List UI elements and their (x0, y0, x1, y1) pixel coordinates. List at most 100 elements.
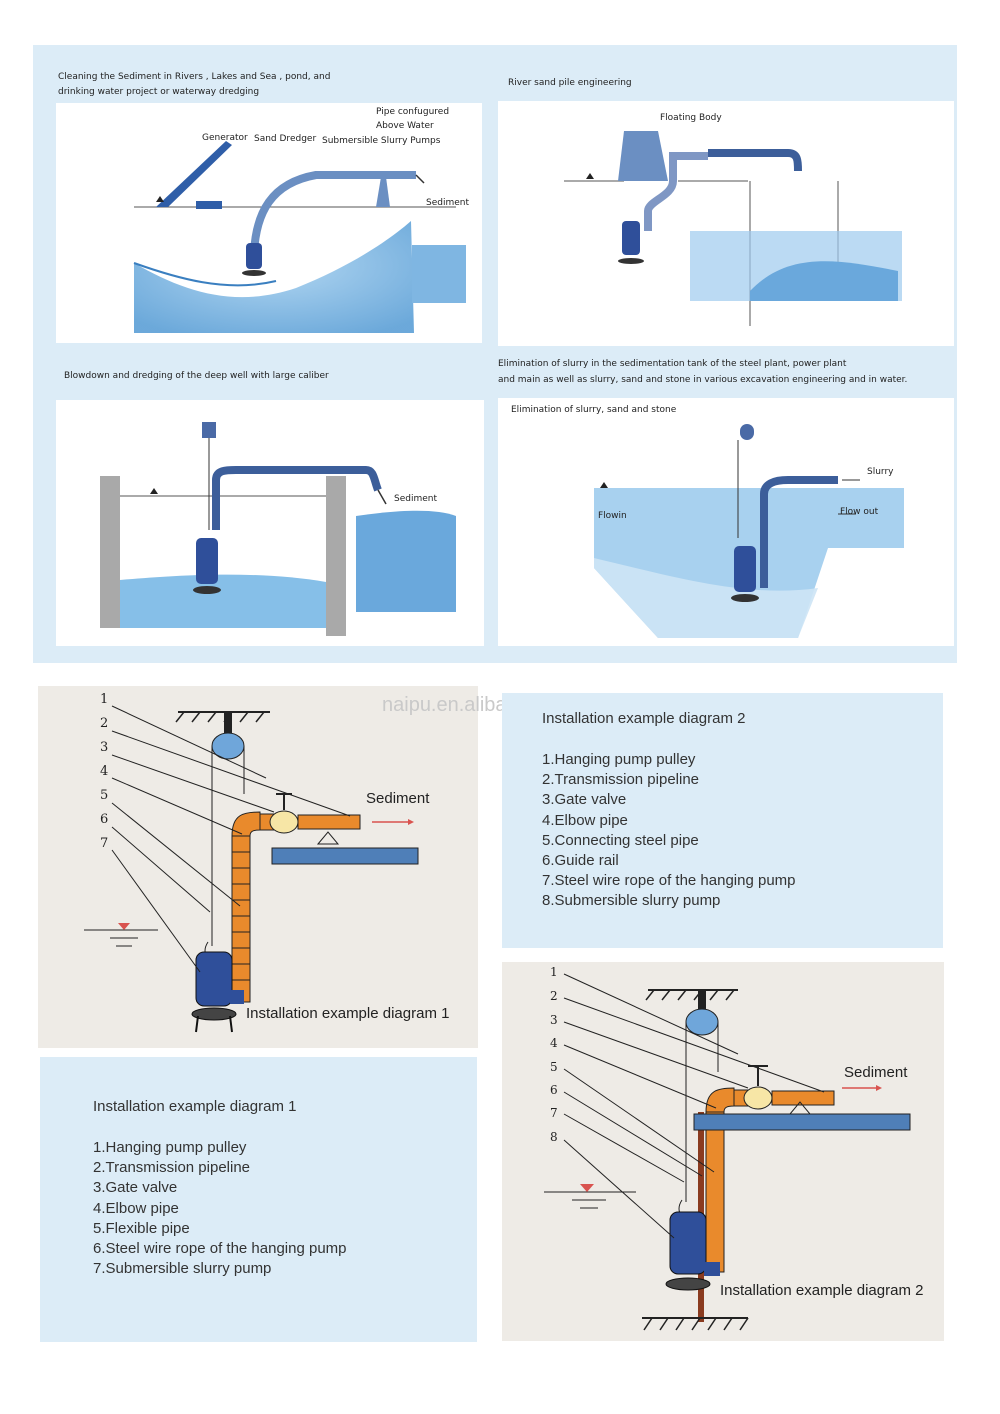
legend2-item: 8.Submersible slurry pump (542, 892, 721, 910)
flexible-pipe (231, 835, 251, 1003)
water-level-icon (580, 1184, 594, 1192)
river-scene: Generator Sand Dredger Submersible Slurr… (56, 103, 482, 343)
water-level-icon (600, 482, 608, 488)
water-level-icon (156, 196, 164, 202)
generator-label: Generator (202, 133, 248, 143)
diagram1-panel: 1 2 3 4 5 6 7 Sediment Installation exam… (38, 686, 478, 1048)
flow-out-label: Flow out (840, 507, 879, 517)
d2-number-3: 3 (550, 1013, 558, 1027)
sediment-pile (412, 245, 466, 303)
support-platform (693, 1113, 911, 1131)
dredge-pipe (250, 171, 416, 254)
river-scene-art (133, 141, 466, 333)
tank-caption-line1: Elimination of slurry in the sedimentati… (498, 359, 847, 369)
pump-icon (734, 546, 756, 592)
submersible-pump (195, 951, 233, 1007)
flowin-label: Flowin (598, 511, 627, 521)
sediment-pile (356, 510, 456, 612)
d2-number-7: 7 (550, 1106, 558, 1120)
sand-dredger (156, 141, 232, 207)
pump-icon (622, 221, 640, 255)
d1-number-2: 2 (100, 716, 109, 731)
legend1-panel: Installation example diagram 1 1.Hanging… (40, 1057, 477, 1342)
legend2-item: 3.Gate valve (542, 791, 627, 809)
legend1-item: 2.Transmission pipeline (93, 1159, 251, 1177)
tank-scene-art (594, 424, 904, 638)
d2-number-4: 4 (550, 1036, 558, 1050)
legend1-item: 1.Hanging pump pulley (93, 1139, 247, 1156)
tank-caption-line2: and main as well as slurry, sand and sto… (498, 375, 908, 385)
well-caption: Blowdown and dredging of the deep well w… (64, 371, 329, 381)
well-sediment-label: Sediment (394, 494, 438, 504)
diagram2-art (544, 973, 911, 1331)
pump-label: Submersible Slurry Pumps (322, 136, 441, 146)
well-scene-art (100, 422, 456, 636)
legend2-panel: Installation example diagram 2 1.Hanging… (502, 693, 943, 948)
diagram1-art (84, 705, 419, 1033)
gate-valve (269, 810, 299, 834)
river-caption-line1: Cleaning the Sediment in Rivers , Lakes … (58, 72, 331, 82)
tank-inner-caption: Elimination of slurry, sand and stone (511, 405, 677, 415)
d2-number-8: 8 (550, 1130, 558, 1144)
well-wall-left (100, 476, 120, 628)
d2-title: Installation example diagram 2 (720, 1282, 924, 1299)
tank-scene: Elimination of slurry, sand and stone Sl… (498, 398, 954, 646)
legend2-item: 7.Steel wire rope of the hanging pump (542, 872, 796, 890)
d1-number-1: 1 (100, 692, 109, 707)
sediment-label: Sediment (426, 198, 470, 208)
floating-body (618, 131, 668, 181)
d2-number-1: 1 (550, 965, 558, 979)
diagram2-panel: 1 2 3 4 5 6 7 8 Sediment Installation ex… (502, 962, 944, 1341)
river-caption-line2: drinking water project or waterway dredg… (58, 87, 260, 97)
well-pipe (212, 466, 382, 530)
sand-dredger-label: Sand Dredger (254, 134, 317, 144)
floating-body-label: Floating Body (660, 113, 722, 123)
legend2-item: 5.Connecting steel pipe (542, 831, 699, 849)
sandpile-pipe (644, 152, 708, 231)
pulley-icon (685, 1008, 719, 1036)
d1-number-3: 3 (100, 740, 109, 755)
pump-icon (196, 538, 218, 584)
pulley-icon (740, 424, 754, 440)
d2-number-2: 2 (550, 989, 558, 1003)
well-water (120, 574, 326, 628)
elbow-pipe (705, 1087, 735, 1113)
d1-number-4: 4 (100, 764, 109, 779)
legend2-item: 1.Hanging pump pulley (542, 751, 696, 768)
d2-number-6: 6 (550, 1083, 558, 1097)
water-level-icon (118, 923, 130, 930)
legend1-item: 3.Gate valve (93, 1179, 178, 1197)
d1-number-5: 5 (100, 788, 109, 803)
pipe-label-line2: Above Water (376, 121, 434, 131)
legend1-item: 5.Flexible pipe (93, 1219, 190, 1237)
d1-number-6: 6 (100, 812, 109, 827)
d2-number-5: 5 (550, 1060, 558, 1074)
legend1-item: 7.Submersible slurry pump (93, 1260, 272, 1278)
transmission-pipeline (771, 1090, 835, 1106)
sediment-bed (134, 221, 414, 333)
well-wall-right (326, 476, 346, 636)
legend2-item: 2.Transmission pipeline (542, 771, 700, 789)
legend2-item: 4.Elbow pipe (542, 811, 628, 829)
pump-icon (246, 243, 262, 269)
sandpile-caption: River sand pile engineering (508, 78, 632, 88)
submersible-pump (669, 1211, 707, 1275)
connecting-steel-pipe (705, 1111, 725, 1273)
elbow-pipe (231, 811, 261, 837)
d1-title: Installation example diagram 1 (246, 1005, 450, 1022)
d1-sediment-label: Sediment (366, 790, 430, 807)
legend2-list: 1.Hanging pump pulley 2.Transmission pip… (542, 750, 796, 912)
water-level-icon (586, 173, 594, 179)
legend1-item: 6.Steel wire rope of the hanging pump (93, 1240, 347, 1258)
pulley-icon (202, 422, 216, 438)
legend1-item: 4.Elbow pipe (93, 1199, 179, 1217)
legend2-item: 6.Guide rail (542, 852, 619, 870)
legend1-title: Installation example diagram 1 (93, 1098, 297, 1115)
sandpile-scene-art (564, 131, 902, 326)
slurry-label: Slurry (867, 467, 894, 477)
d1-number-7: 7 (100, 836, 109, 851)
well-scene: Sediment (56, 400, 484, 646)
water-level-icon (150, 488, 158, 494)
tank-pipe (760, 476, 838, 588)
sandpile-scene: Floating Body (498, 101, 954, 346)
